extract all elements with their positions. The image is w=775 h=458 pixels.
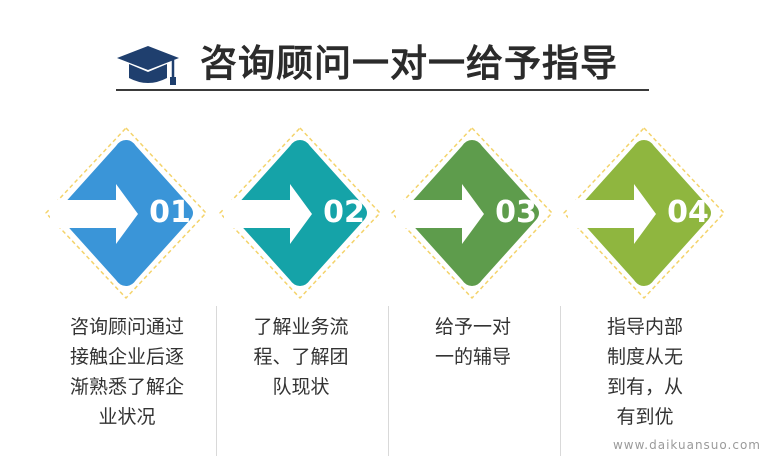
step-3-diamond: [391, 127, 553, 299]
step-3-number: 03: [495, 195, 537, 230]
step-1-desc: 咨询顾问通过 接触企业后逐 渐熟悉了解企 业状况: [69, 316, 184, 428]
step-2-diamond: [219, 127, 381, 299]
divider: [560, 306, 561, 456]
step-2: 02 了解业务流 程、了解团 队现状: [214, 0, 386, 458]
page-title: 咨询顾问一对一给予指导: [200, 42, 618, 85]
watermark: www.daikuansuo.com: [612, 438, 761, 452]
header: 咨询顾问一对一给予指导: [0, 34, 775, 96]
step-3: 03 给予一对 一的辅导: [386, 0, 558, 458]
step-2-desc: 了解业务流 程、了解团 队现状: [253, 316, 349, 398]
step-4-arrow-icon: [568, 184, 656, 244]
step-4-desc: 指导内部 制度从无 到有，从 有到优: [606, 316, 683, 428]
divider: [388, 306, 389, 456]
step-1: 01 咨询顾问通过 接触企业后逐 渐熟悉了解企 业状况: [40, 0, 212, 458]
graduation-cap-icon: [117, 46, 179, 85]
step-1-arrow-icon: [50, 184, 138, 244]
step-4-diamond: [563, 127, 725, 299]
step-1-diamond: [45, 127, 207, 299]
step-2-number: 02: [323, 195, 365, 230]
step-4: 04 指导内部 制度从无 到有，从 有到优: [558, 0, 730, 458]
step-3-arrow-icon: [396, 184, 484, 244]
step-2-arrow-icon: [224, 184, 312, 244]
step-4-number: 04: [667, 195, 709, 230]
step-3-desc: 给予一对 一的辅导: [434, 316, 511, 368]
title-underline: [116, 89, 649, 91]
divider: [216, 306, 217, 456]
step-1-number: 01: [149, 195, 191, 230]
